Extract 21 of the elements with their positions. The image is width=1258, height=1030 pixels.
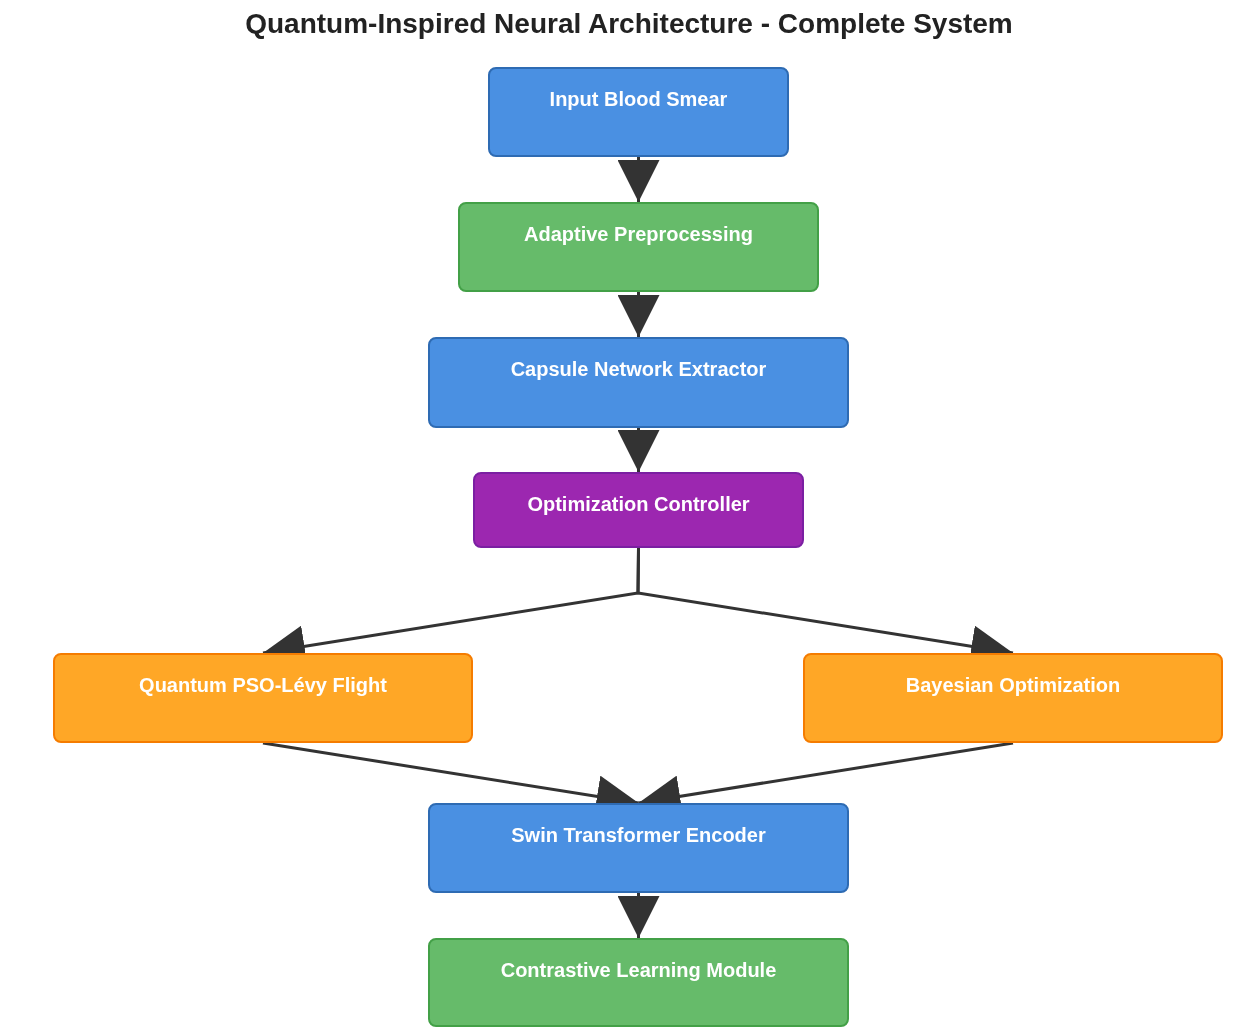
process-box (428, 803, 849, 893)
box-label: Optimization Controller (526, 492, 751, 516)
arrow (617, 428, 660, 472)
box-label: Input Blood Smear (548, 87, 729, 111)
box-label: Swin Transformer Encoder (510, 823, 767, 847)
box-label: Contrastive Learning Module (499, 958, 778, 982)
arrow (617, 292, 660, 337)
box-label: Adaptive Preprocessing (523, 222, 754, 246)
box-label: Bayesian Optimization (904, 673, 1122, 697)
box-label: Capsule Network Extractor (509, 357, 768, 381)
process-box (428, 938, 849, 1027)
process-box (458, 202, 819, 292)
process-box (53, 653, 473, 743)
process-box (488, 67, 789, 157)
process-box (803, 653, 1223, 743)
arrow (617, 157, 660, 202)
box-label: Quantum PSO-Lévy Flight (138, 673, 388, 697)
arrow (617, 893, 660, 938)
process-box (473, 472, 804, 548)
process-box (428, 337, 849, 428)
diagram-title: Quantum-Inspired Neural Architecture - Complete System (245, 7, 1013, 41)
